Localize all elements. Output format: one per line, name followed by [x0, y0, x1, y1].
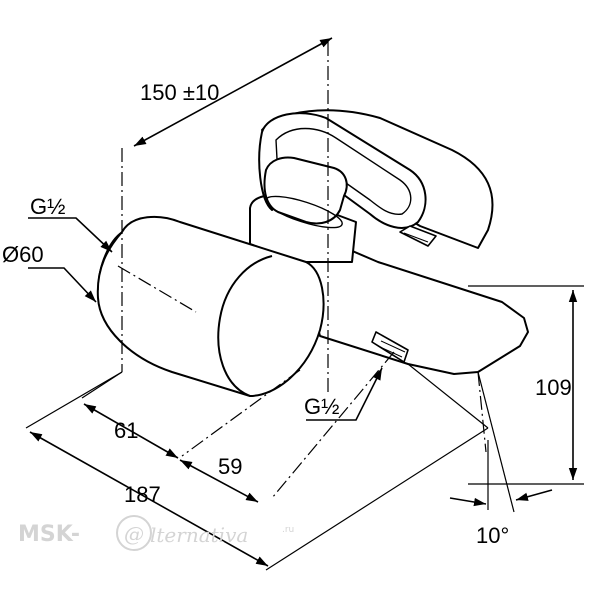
diameter-leader: [28, 267, 97, 303]
main-body-cylinder: [96, 215, 325, 397]
outlet-thread-leader: [306, 367, 383, 421]
spout: [299, 237, 529, 375]
watermark-at-sign: @: [124, 522, 144, 546]
extension-lines: [25, 285, 584, 571]
faucet-body: [96, 109, 529, 397]
angle-arrow-right: [515, 489, 553, 501]
width-150-label: 150 ±10: [140, 80, 219, 105]
depth-187-label: 187: [124, 482, 161, 507]
height-109-label: 109: [535, 375, 572, 400]
depth-187-dim-line: [29, 431, 269, 567]
angle-10-label: 10°: [476, 523, 509, 548]
watermark-script: lternativa: [150, 523, 248, 547]
watermark-suffix: .ru: [282, 525, 294, 535]
spout-outlet-nozzle: [371, 331, 409, 363]
inlet-thread-leader: [28, 217, 113, 253]
angle-arrow-left: [449, 497, 487, 507]
depth-59-label: 59: [218, 454, 242, 479]
watermark: MSK- @ lternativa .ru: [18, 515, 294, 551]
dimension-lines: [28, 37, 578, 567]
watermark-brand: MSK-: [18, 522, 80, 547]
inlet-thread-label: G½: [30, 194, 65, 219]
lever-indicator: [399, 225, 437, 247]
width-150-dim-line: [133, 37, 333, 147]
lever-hub: [263, 156, 348, 225]
diameter-label: Ø60: [2, 242, 44, 267]
depth-61-label: 61: [114, 418, 138, 443]
outlet-thread-label: G½: [304, 394, 339, 419]
watermark-at-ring: [116, 515, 152, 551]
